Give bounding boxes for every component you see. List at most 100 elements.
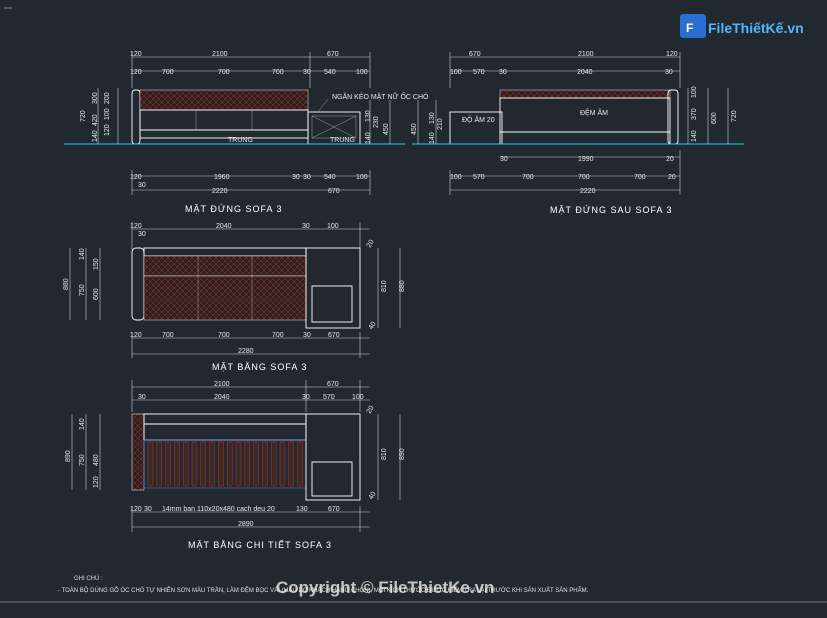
dimension-label: 100: [691, 86, 698, 98]
slat: [218, 441, 224, 487]
dimension-label: 140: [365, 132, 372, 144]
dimension-label: 600: [93, 288, 100, 300]
dimension-label: 890: [399, 448, 406, 460]
drawing-line: [499, 131, 671, 145]
dimension-label: 140: [79, 418, 86, 430]
dimension-label: 30: [500, 156, 508, 163]
slat: [297, 441, 303, 487]
dimension-label: 100: [450, 69, 462, 76]
site-logo[interactable]: F FileThiếtKế.vn: [680, 14, 804, 38]
dimension-label: 300: [92, 92, 99, 104]
slat: [253, 441, 259, 487]
drawing-line: [131, 89, 141, 145]
dimension-label: 370: [691, 108, 698, 120]
slat: [226, 441, 233, 487]
dimension-label: 570: [473, 174, 485, 181]
slat: [147, 441, 154, 487]
notes-line-1: - TOÀN BỘ DÙNG GỖ ÓC CHÓ TỰ NHIÊN SƠN MÀ…: [58, 586, 589, 594]
dimension-label: 20: [366, 239, 376, 249]
drawing-line: [311, 115, 357, 139]
drawing-line: [143, 275, 307, 321]
dimension-label: 140: [691, 130, 698, 142]
drawing-line: [139, 129, 309, 139]
dimension-label: 140: [429, 132, 436, 144]
drawing-line: [143, 247, 307, 257]
drawing-line: [305, 247, 361, 329]
front-tag-1: TRUNG: [228, 137, 253, 144]
dimension-label: 200: [104, 92, 111, 104]
dimension-label: 670: [469, 51, 481, 58]
dimension-label: 210: [437, 118, 444, 130]
dimension-label: 20: [366, 405, 376, 415]
dimension-label: 120: [130, 223, 142, 230]
dimension-label: 2220: [212, 188, 228, 195]
drawing-line: [139, 109, 309, 131]
drawing-line: [139, 89, 309, 111]
slat: [270, 441, 277, 487]
dimension-label: 700: [578, 174, 590, 181]
dimension-label: 120: [104, 124, 111, 136]
dimension-label: 100: [356, 174, 368, 181]
dimension-label: 30: [138, 231, 146, 238]
dimension-label: 120: [130, 51, 142, 58]
dimension-label: 700: [162, 332, 174, 339]
dimension-label: 890: [65, 450, 72, 462]
dimension-label: 700: [162, 69, 174, 76]
slat: [156, 441, 163, 487]
dimension-label: 750: [79, 284, 86, 296]
dimension-label: 140: [92, 130, 99, 142]
front-tag-2: TRUNG: [330, 137, 355, 144]
drawing-line: [311, 285, 353, 323]
dimension-label: 40: [368, 491, 378, 501]
dimension-label: 30: [292, 174, 300, 181]
dimension-label: 720: [731, 110, 738, 122]
dimension-label: 2280: [238, 348, 254, 355]
dimension-label: F: [686, 21, 693, 35]
back-elevation: 670 2100 120 100 570 30 2040 30 ĐỆM ÂM Đ…: [411, 51, 744, 215]
slat: [174, 441, 180, 487]
dimension-label: 20: [666, 156, 674, 163]
dimension-label: 570: [473, 69, 485, 76]
dimension-label: 700: [218, 332, 230, 339]
dimension-label: 700: [218, 69, 230, 76]
slat: [262, 441, 268, 487]
dimension-label: 120: [93, 476, 100, 488]
dimension-label: 700: [272, 69, 284, 76]
copyright-watermark: Copyright © FileThietKe.vn: [276, 578, 494, 597]
dimension-label: 2100: [212, 51, 228, 58]
drawing-line: [143, 423, 307, 441]
dimension-label: 120: [666, 51, 678, 58]
detail-plan-title: MẶT BẰNG CHI TIẾT SOFA 3: [188, 540, 332, 550]
dimension-label: 30: [138, 394, 146, 401]
slat: [182, 441, 189, 487]
dimension-label: 30: [665, 69, 673, 76]
front-elevation-title: MẶT ĐỨNG SOFA 3: [185, 204, 283, 214]
slat: [235, 441, 242, 487]
plan-view: 120 2040 30 100 30 880 140 750 150 600 8…: [63, 222, 406, 372]
dimension-label: 700: [522, 174, 534, 181]
dimension-label: 100: [352, 394, 364, 401]
front-drawer-note: NGĂN KÉO MẶT NỮ ỐC CHÓ: [332, 91, 429, 101]
dimension-label: 670: [328, 506, 340, 513]
back-label-1: ĐỆM ÂM: [580, 108, 608, 117]
dimension-label: 720: [80, 110, 87, 122]
dimension-label: 670: [328, 188, 340, 195]
dimension-label: 30: [302, 223, 310, 230]
drawing-line: [131, 413, 145, 491]
dimension-label: 2040: [577, 69, 593, 76]
drawing-line: [311, 115, 357, 139]
dimension-label: 30: [303, 174, 311, 181]
dimension-label: 130: [296, 506, 308, 513]
dimension-label: 570: [323, 394, 335, 401]
drawing-line: [305, 413, 361, 501]
logo-text: FileThiếtKế.vn: [708, 20, 804, 36]
dimension-label: 2040: [216, 223, 232, 230]
dimension-label: 150: [93, 258, 100, 270]
general-notes: GHI CHÚ : - TOÀN BỘ DÙNG GỖ ÓC CHÓ TỰ NH…: [58, 575, 589, 594]
dimension-label: 20: [668, 174, 676, 181]
dimension-label: 450: [411, 123, 418, 135]
dimension-label: 810: [381, 280, 388, 292]
notes-header: GHI CHÚ :: [74, 575, 103, 582]
dimension-label: 880: [399, 280, 406, 292]
